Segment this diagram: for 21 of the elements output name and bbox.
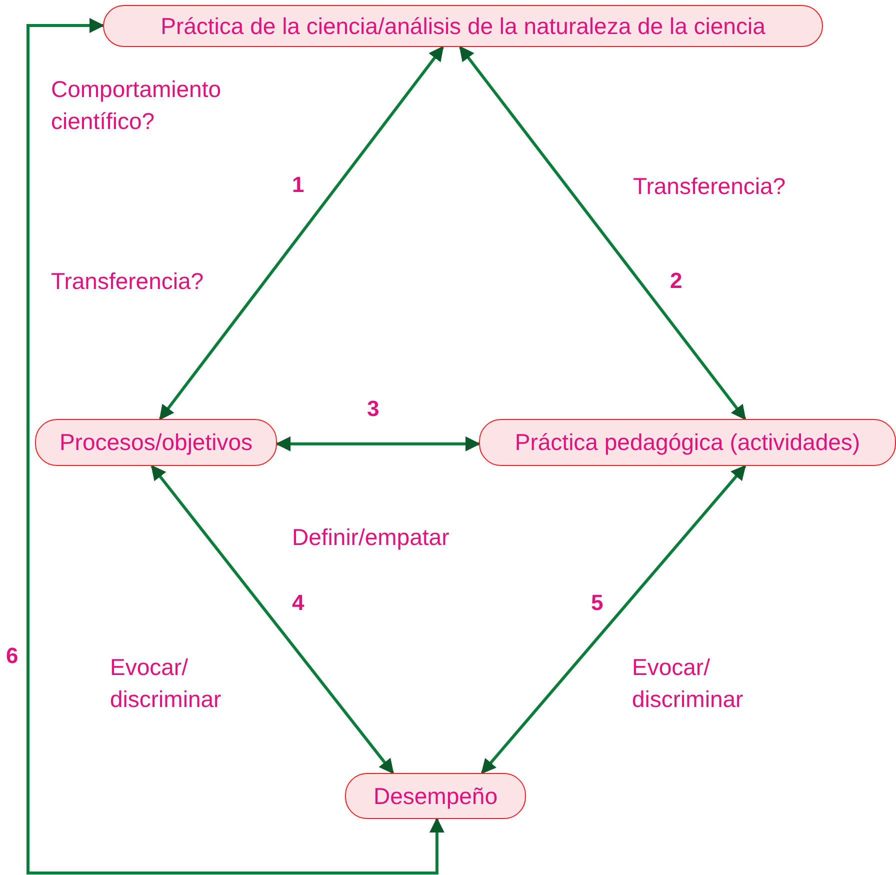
- edge-label: 4: [292, 590, 304, 616]
- annotation-text: Transferencia?: [51, 267, 205, 296]
- edge-label: 1: [292, 172, 304, 198]
- rounded-box: Práctica pedagógica (actividades): [479, 419, 896, 466]
- arrow: [26, 18, 444, 874]
- annotation-text: Evocar/ discriminar: [632, 653, 744, 714]
- rounded-box: Práctica de la ciencia/análisis de la naturaleza de la ciencia: [103, 5, 823, 47]
- annotation-text: Comportamiento científico?: [51, 75, 222, 136]
- arrow: [150, 464, 394, 774]
- arrow: [158, 46, 444, 420]
- edge-label: 6: [6, 643, 18, 669]
- edge-label: 2: [670, 268, 682, 294]
- rounded-box: Desempeño: [345, 773, 526, 819]
- edge-label: 3: [367, 396, 380, 422]
- annotation-text: Transferencia?: [633, 172, 787, 201]
- edge-label: 5: [591, 590, 604, 616]
- rounded-box: Procesos/objetivos: [35, 419, 277, 466]
- annotation-text: Definir/empatar: [292, 523, 450, 552]
- annotation-text: Evocar/ discriminar: [110, 653, 222, 714]
- arrow: [276, 436, 480, 452]
- arrow: [458, 46, 746, 420]
